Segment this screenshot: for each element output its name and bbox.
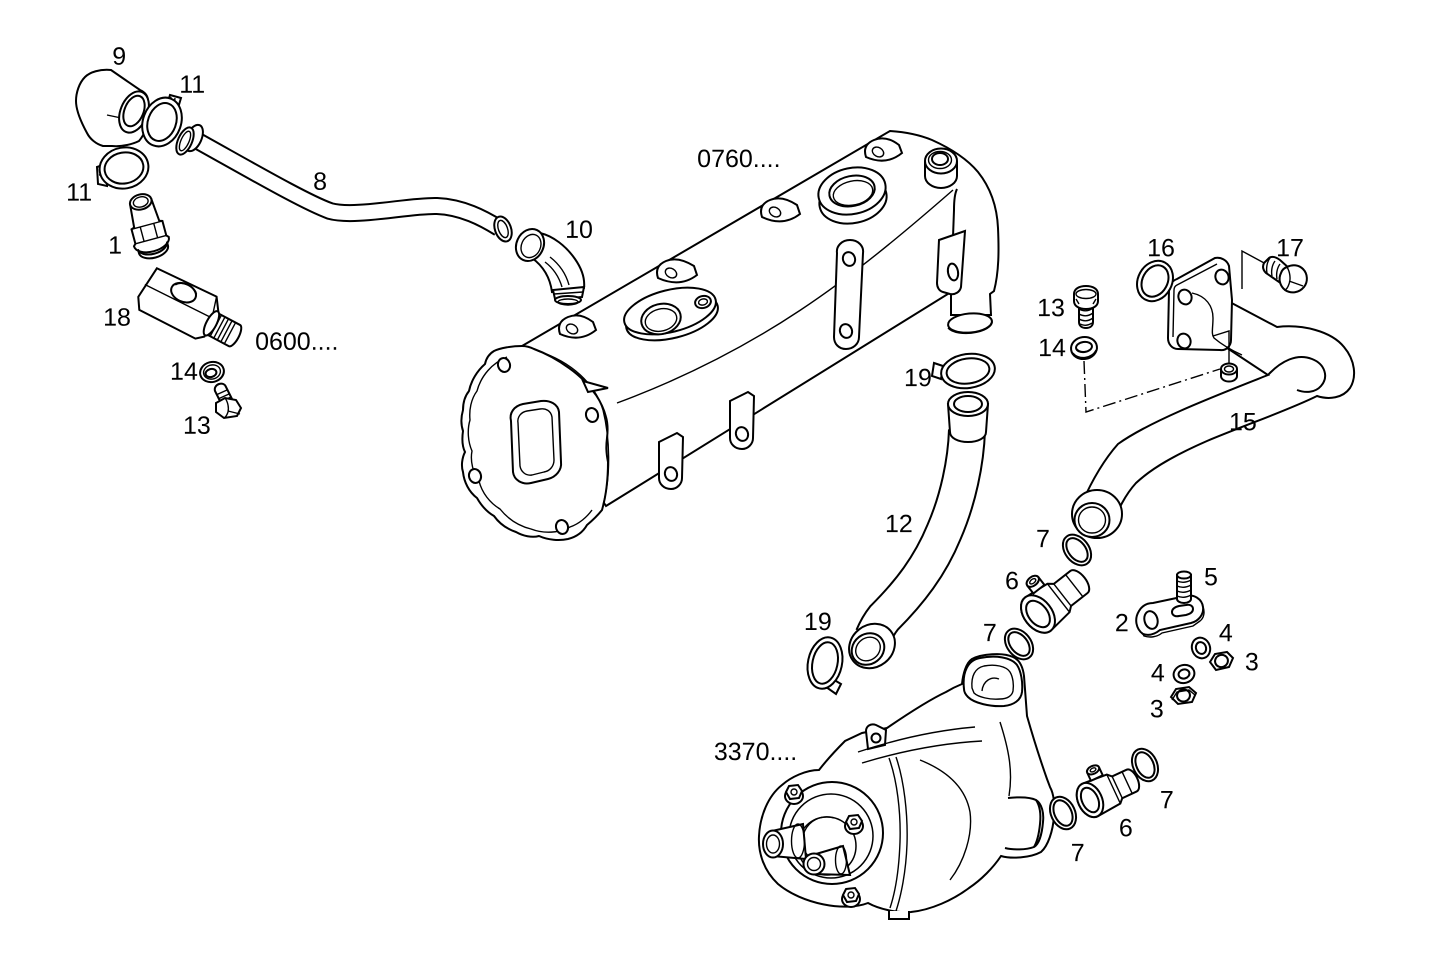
svg-text:3: 3 bbox=[1150, 695, 1164, 723]
svg-text:6: 6 bbox=[1119, 814, 1133, 842]
svg-text:13: 13 bbox=[183, 412, 211, 440]
svg-text:19: 19 bbox=[804, 608, 832, 636]
svg-text:0760....: 0760.... bbox=[697, 145, 780, 173]
svg-text:9: 9 bbox=[112, 43, 126, 71]
svg-text:7: 7 bbox=[1160, 786, 1174, 814]
svg-text:13: 13 bbox=[1037, 294, 1065, 322]
svg-text:0600....: 0600.... bbox=[255, 328, 338, 356]
svg-text:8: 8 bbox=[313, 168, 327, 196]
svg-text:6: 6 bbox=[1005, 567, 1019, 595]
svg-text:14: 14 bbox=[170, 358, 198, 386]
svg-text:11: 11 bbox=[66, 179, 92, 207]
svg-text:7: 7 bbox=[1071, 839, 1085, 867]
svg-text:4: 4 bbox=[1219, 619, 1233, 647]
svg-text:16: 16 bbox=[1147, 234, 1175, 262]
svg-text:4: 4 bbox=[1151, 659, 1165, 687]
svg-text:7: 7 bbox=[983, 619, 997, 647]
svg-text:3370....: 3370.... bbox=[714, 738, 797, 766]
svg-text:11: 11 bbox=[179, 71, 205, 99]
svg-text:1: 1 bbox=[108, 232, 122, 260]
svg-text:17: 17 bbox=[1276, 234, 1304, 262]
svg-text:14: 14 bbox=[1038, 334, 1066, 362]
svg-text:3: 3 bbox=[1245, 648, 1259, 676]
svg-text:10: 10 bbox=[565, 216, 593, 244]
svg-text:12: 12 bbox=[885, 510, 913, 538]
svg-text:2: 2 bbox=[1115, 609, 1129, 637]
svg-text:19: 19 bbox=[904, 364, 932, 392]
svg-text:15: 15 bbox=[1229, 408, 1257, 436]
svg-text:5: 5 bbox=[1204, 563, 1218, 591]
svg-text:18: 18 bbox=[103, 304, 131, 332]
svg-text:7: 7 bbox=[1036, 525, 1050, 553]
